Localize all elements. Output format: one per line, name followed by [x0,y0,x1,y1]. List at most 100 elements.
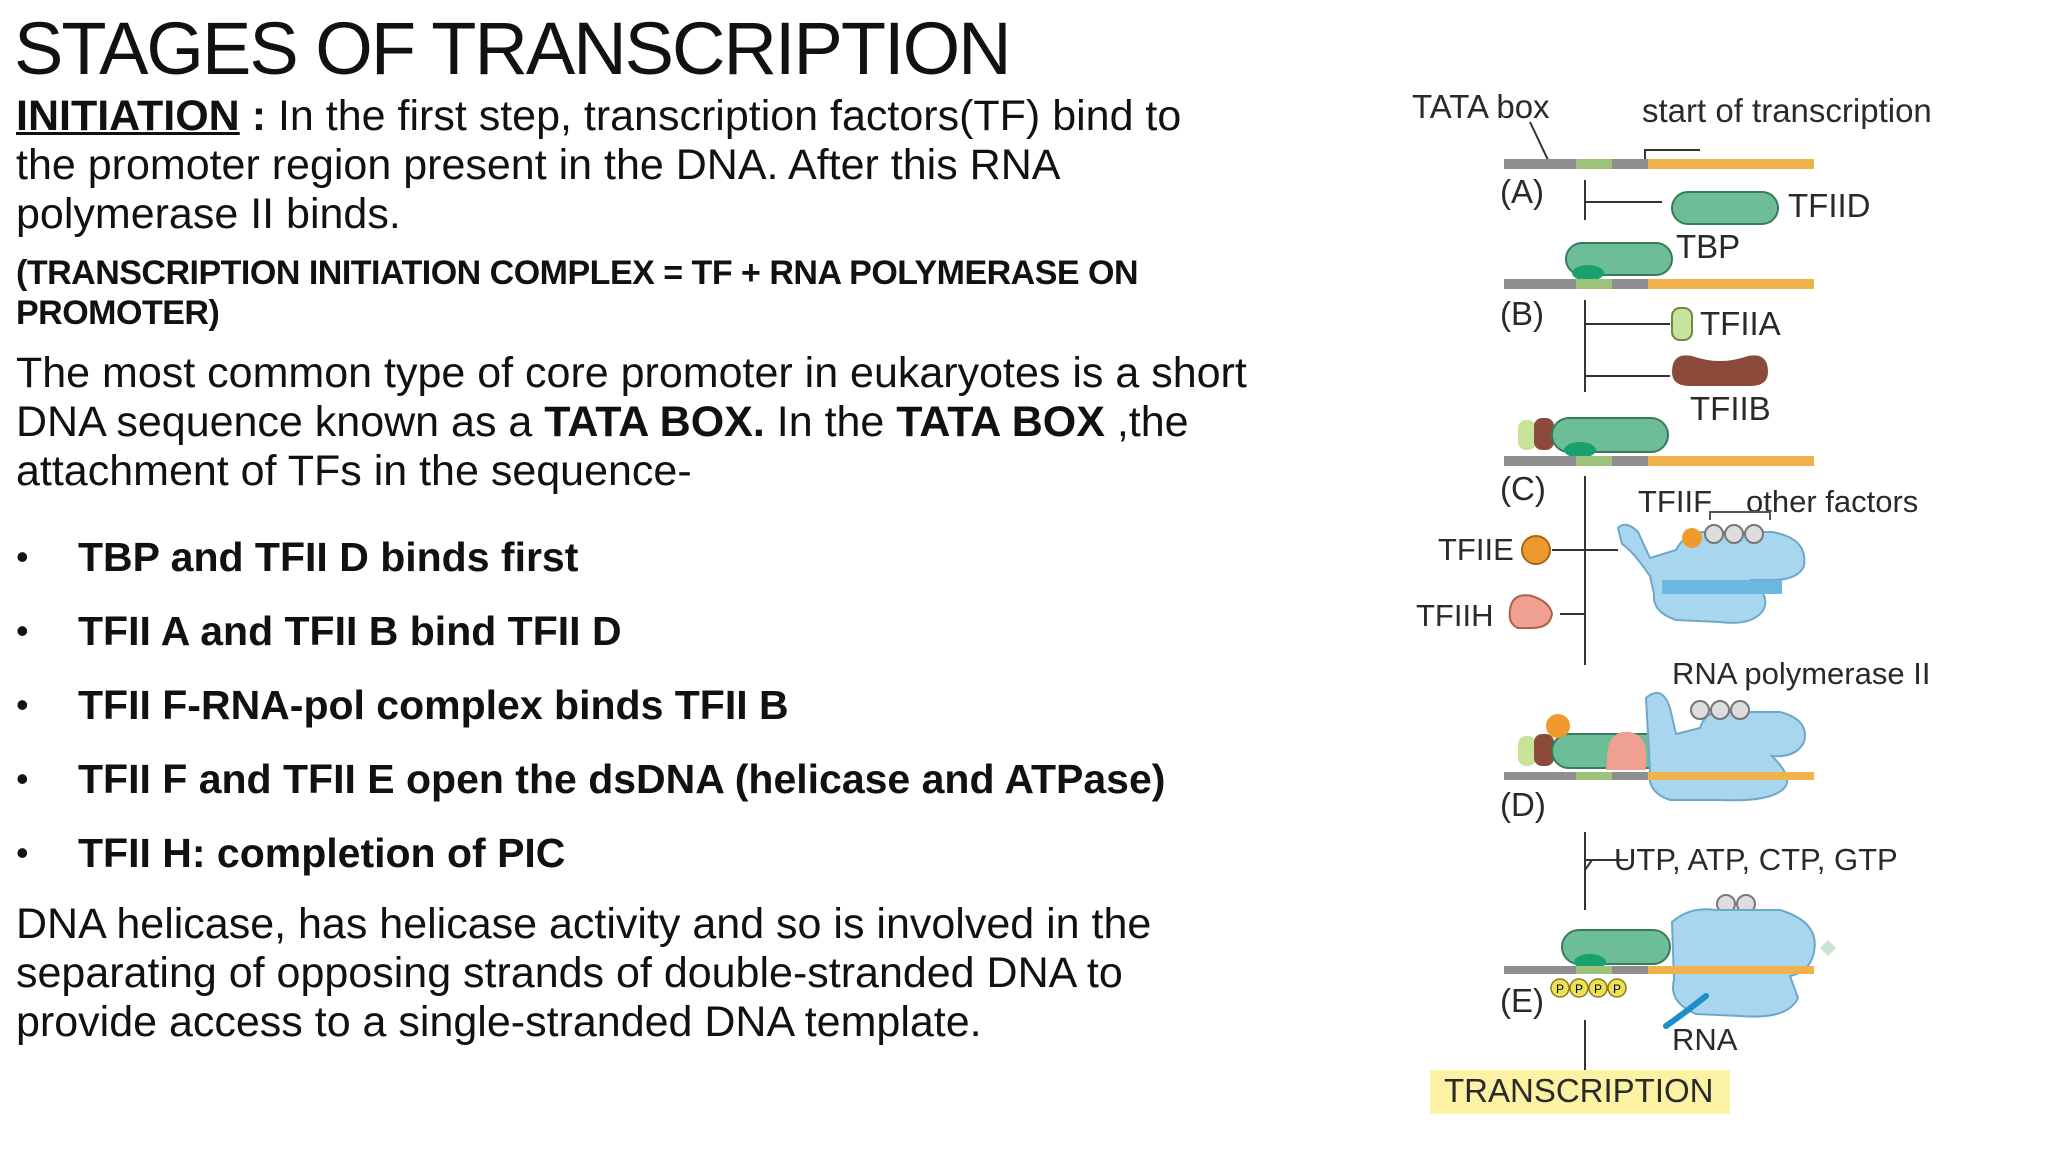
transcription-diagram-svg: TATA box start of transcription (A) TFII… [1412,88,1932,1114]
tbp-shape [1572,265,1604,281]
list-item-text: TFII H: completion of PIC [78,829,566,876]
start-of-transcription-label: start of transcription [1642,92,1932,129]
tata-line3: attachment of TFs in the sequence- [16,447,692,495]
bullet-icon: • [16,536,29,577]
dna-strand-a [1504,159,1814,169]
tfiia-label: TFIIA [1700,305,1781,342]
transcription-highlight [1430,1070,1730,1114]
factor-d-3 [1730,700,1750,720]
initiation-text-line3: polymerase II binds. [16,190,401,238]
tata-line2-a: DNA sequence known as a [16,398,545,446]
helicase-line1: DNA helicase, has helicase activity and … [16,900,1152,948]
dna-strand-d [1504,772,1814,780]
tata-box-term-2: TATA BOX [896,398,1105,446]
tfiib-shape [1672,355,1768,386]
tata-line2-c: In the [764,398,897,446]
tata-box-term-1: TATA BOX. [544,398,765,446]
list-item-text: TFII F and TFII E open the dsDNA (helica… [78,755,1166,802]
tfiib-label: TFIIB [1690,390,1771,427]
tfiie-bound-d [1546,714,1570,738]
tfiie-shape [1521,535,1551,565]
tfiia-shape [1671,307,1693,341]
tfiih-label: TFIIH [1416,598,1494,633]
list-item-text: TBP and TFII D binds first [78,533,579,580]
other-factor-3 [1744,524,1764,544]
rna-label: RNA [1672,1022,1738,1057]
direction-arrow [1820,940,1836,956]
polymerase-band [1662,580,1782,594]
other-factor-1 [1704,524,1724,544]
tfiid-shape [1671,191,1779,225]
tfiih-bound-d [1606,731,1646,770]
tata-pointer [1529,121,1549,161]
tfiid-label: TFIID [1788,187,1870,224]
tata-paragraph: The most common type of core promoter in… [16,349,1386,496]
transcription-label: TRANSCRIPTION [1444,1072,1714,1109]
tfiia-bound [1518,420,1536,450]
bullet-icon: • [16,758,29,799]
phosphate-label: P [1575,982,1583,996]
list-item: • TFII H: completion of PIC [16,816,1386,890]
rna-polymerase-ii-e [1670,908,1816,1018]
stage-b-label: (B) [1500,295,1544,332]
rna-polymerase-label: RNA polymerase II [1672,656,1930,691]
tfiib-bound [1534,418,1554,450]
arrow-c [1552,476,1618,665]
tfiif-shape [1682,528,1702,548]
other-factor-2 [1724,524,1744,544]
initiation-paragraph: INITIATION : In the first step, transcri… [16,92,1386,239]
tfiih-shape [1508,594,1554,629]
phosphate-label: P [1613,982,1621,996]
tfiib-bound-d [1534,734,1554,766]
tata-line2-e: ,the [1104,398,1189,446]
bullet-icon: • [16,610,29,651]
tfiif-label: TFIIF [1638,484,1712,519]
tbp-bound-c [1564,442,1596,458]
helicase-line3: provide access to a single-stranded DNA … [16,998,982,1046]
dna-strand-e [1504,966,1814,974]
tata-box-label: TATA box [1412,88,1550,125]
complex-note-line1: (TRANSCRIPTION INITIATION COMPLEX = TF +… [16,254,1139,292]
tata-line1: The most common type of core promoter in… [16,349,1247,397]
start-pointer [1644,149,1700,162]
tfiie-label: TFIIE [1438,532,1514,567]
factor-d-2 [1710,700,1730,720]
initiation-text-line2: the promoter region present in the DNA. … [16,141,1061,189]
stage-a-label: (A) [1500,173,1544,210]
bullet-icon: • [16,832,29,873]
list-item-text: TFII A and TFII B bind TFII D [78,607,622,654]
arrow-b [1584,300,1670,392]
tbp-label: TBP [1676,228,1740,265]
helicase-paragraph: DNA helicase, has helicase activity and … [16,900,1386,1047]
phosphate-label: P [1556,982,1564,996]
complex-note: (TRANSCRIPTION INITIATION COMPLEX = TF +… [16,253,1386,333]
arrow-d [1584,832,1628,910]
tfiia-bound-d [1518,736,1536,766]
main-text: INITIATION : In the first step, transcri… [16,92,1386,1047]
dna-strand-b [1504,279,1814,289]
rna-transcript [1663,993,1709,1029]
phosphate-groups: P P P P [1550,978,1627,998]
complex-note-line2: PROMOTER) [16,294,220,332]
phosphate-label: P [1594,982,1602,996]
initiation-colon: : [251,92,267,140]
ntps-label: UTP, ATP, CTP, GTP [1614,842,1898,877]
page-title: STAGES OF TRANSCRIPTION [14,7,1012,90]
stage-e-label: (E) [1500,982,1544,1019]
other-factors-bracket [1709,511,1771,520]
other-factors-label: other factors [1746,484,1918,519]
arrow-a [1584,180,1662,220]
list-item: • TBP and TFII D binds first [16,520,1386,594]
tf-binding-list: • TBP and TFII D binds first • TFII A and … [16,520,1386,890]
initiation-heading: INITIATION [16,92,240,140]
stage-d-label: (D) [1500,786,1546,823]
bullet-icon: • [16,684,29,725]
initiation-text-line1: In the first step, transcription factors… [266,92,1182,140]
list-item: • TFII F and TFII E open the dsDNA (helic… [16,742,1386,816]
transcription-diagram: TATA box start of transcription (A) TFII… [1400,80,2040,1130]
list-item-text: TFII F-RNA-pol complex binds TFII B [78,681,789,728]
list-item: • TFII A and TFII B bind TFII D [16,594,1386,668]
helicase-line2: separating of opposing strands of double… [16,949,1123,997]
factor-d-1 [1690,700,1710,720]
list-item: • TFII F-RNA-pol complex binds TFII B [16,668,1386,742]
